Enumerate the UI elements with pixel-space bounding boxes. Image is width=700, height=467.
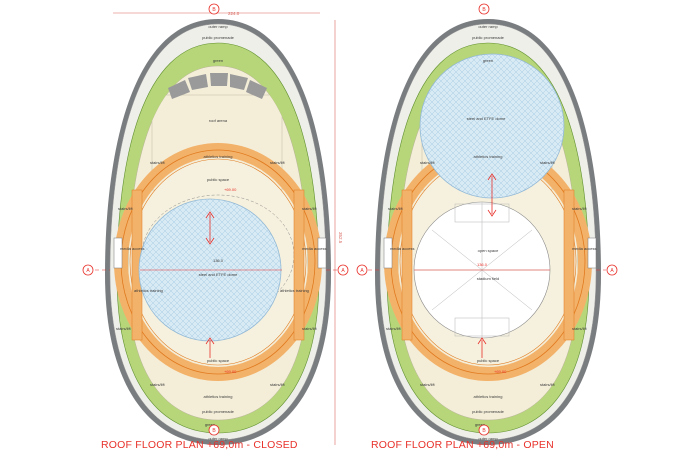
label-training-r: athletics training [280, 288, 309, 293]
label-lift-tr: stairs/lift [540, 160, 556, 165]
section-markers: B B B B A A A A [82, 3, 618, 436]
label-training-bottom: athletics training [474, 394, 503, 399]
plan-labels: outer ramp public promenade green steel … [386, 24, 596, 441]
label-lift-ml: stairs/lift [118, 206, 134, 211]
label-green-bottom: green [205, 422, 215, 427]
label-access-r: media access [302, 246, 326, 251]
label-lift-b2r: stairs/lift [540, 382, 556, 387]
label-lift-mr: stairs/lift [572, 206, 588, 211]
label-promenade-top: public promenade [472, 35, 505, 40]
label-lift-b2l: stairs/lift [150, 382, 166, 387]
plan-closed: outer ramp public promenade green roof a… [105, 19, 331, 445]
section-b-bottom-right: B [478, 424, 490, 436]
svg-text:A: A [86, 268, 90, 274]
caption-open: ROOF FLOOR PLAN +69,0m - OPEN [371, 439, 554, 451]
label-training-l: athletics training [134, 288, 163, 293]
svg-text:A: A [610, 268, 614, 274]
label-open-space: open space [478, 248, 499, 253]
label-roof-arena: roof arena [209, 118, 228, 123]
label-public-bottom: public space [207, 358, 230, 363]
label-green-bottom: green [475, 422, 485, 427]
label-elev-top: +69.00 [224, 187, 237, 192]
height-dimension: 352.5 [338, 232, 343, 244]
label-training-top: athletics training [204, 154, 233, 159]
label-access-l: media access [120, 246, 144, 251]
label-ext-top: outer ramp [478, 24, 498, 29]
label-lift-b2r: stairs/lift [270, 382, 286, 387]
label-ext-bottom: outer ramp [208, 436, 228, 441]
label-elev-bottom: +69.00 [494, 369, 507, 374]
plan-open: outer ramp public promenade green steel … [375, 19, 601, 445]
label-lift-mr: stairs/lift [302, 206, 318, 211]
label-lift-ml: stairs/lift [388, 206, 404, 211]
label-promenade-bottom: public promenade [202, 409, 235, 414]
label-public-bottom: public space [477, 358, 500, 363]
width-dimension: 224.0 [228, 11, 240, 16]
label-access-l: media access [390, 246, 414, 251]
label-lift-tl: stairs/lift [420, 160, 436, 165]
label-lift-b2l: stairs/lift [420, 382, 436, 387]
section-b-top-right: B [478, 3, 490, 15]
label-ext-top: outer ramp [208, 24, 228, 29]
label-green-top: green [213, 58, 223, 63]
seating-blocks [168, 73, 267, 99]
label-training-top: athletics training [474, 154, 503, 159]
svg-text:B: B [212, 7, 216, 13]
label-promenade-top: public promenade [202, 35, 235, 40]
svg-text:A: A [341, 268, 345, 274]
label-lift-bl: stairs/lift [386, 326, 402, 331]
label-dome: steel and ETFE dome [199, 272, 238, 277]
svg-text:B: B [482, 428, 486, 434]
label-lift-bl: stairs/lift [116, 326, 132, 331]
section-a-right-2: A [606, 264, 618, 276]
label-span: 136.0 [213, 258, 224, 263]
label-dome: steel and ETFE dome [467, 116, 506, 121]
label-lift-br: stairs/lift [302, 326, 318, 331]
section-b-top-left: B [208, 3, 220, 15]
label-ext-bottom: outer ramp [478, 436, 498, 441]
label-promenade-bottom: public promenade [472, 409, 505, 414]
caption-closed: ROOF FLOOR PLAN +69,0m - CLOSED [101, 439, 298, 451]
label-lift-tr: stairs/lift [270, 160, 286, 165]
label-elev-bottom: +69.00 [224, 369, 237, 374]
label-access-r: media access [572, 246, 596, 251]
label-pitch: stadium field [477, 276, 499, 281]
section-a-left-1: A [82, 264, 94, 276]
section-b-bottom-left: B [208, 424, 220, 436]
svg-text:A: A [360, 268, 364, 274]
section-a-right-1: A [337, 264, 349, 276]
label-span: 136.0 [477, 262, 488, 267]
section-a-left-2: A [356, 264, 368, 276]
label-training-bottom: athletics training [204, 394, 233, 399]
label-lift-tl: stairs/lift [150, 160, 166, 165]
label-lift-br: stairs/lift [572, 326, 588, 331]
svg-text:B: B [482, 7, 486, 13]
label-green-top: green [483, 58, 493, 63]
plan-labels: outer ramp public promenade green roof a… [116, 24, 326, 441]
label-public-top: public space [207, 177, 230, 182]
svg-text:B: B [212, 428, 216, 434]
